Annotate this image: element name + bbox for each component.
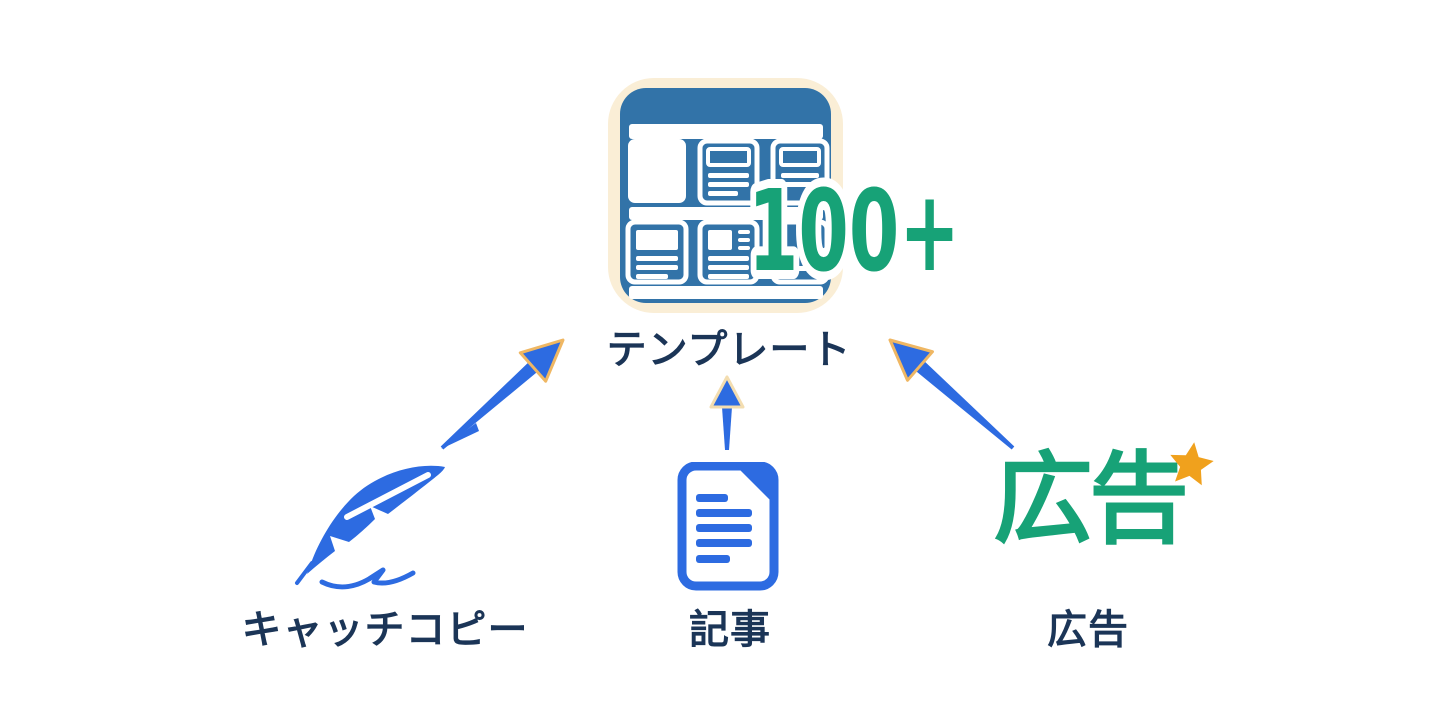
- arrow-right-icon: [888, 338, 1015, 450]
- quill-feather-icon: [295, 423, 479, 590]
- ad-display-text: 広告: [993, 444, 1189, 556]
- star-icon: [1170, 442, 1214, 486]
- template-count-badge: 100+: [748, 167, 960, 297]
- catch-copy-label: キャッチコピー: [241, 608, 529, 652]
- template-label: テンプレート: [606, 328, 852, 372]
- template-grid-icon: 100+: [608, 78, 969, 313]
- ad-label: 広告: [1047, 608, 1129, 652]
- article-document-icon: [677, 462, 779, 591]
- arrow-middle-icon: [709, 375, 745, 450]
- article-label: 記事: [689, 608, 771, 652]
